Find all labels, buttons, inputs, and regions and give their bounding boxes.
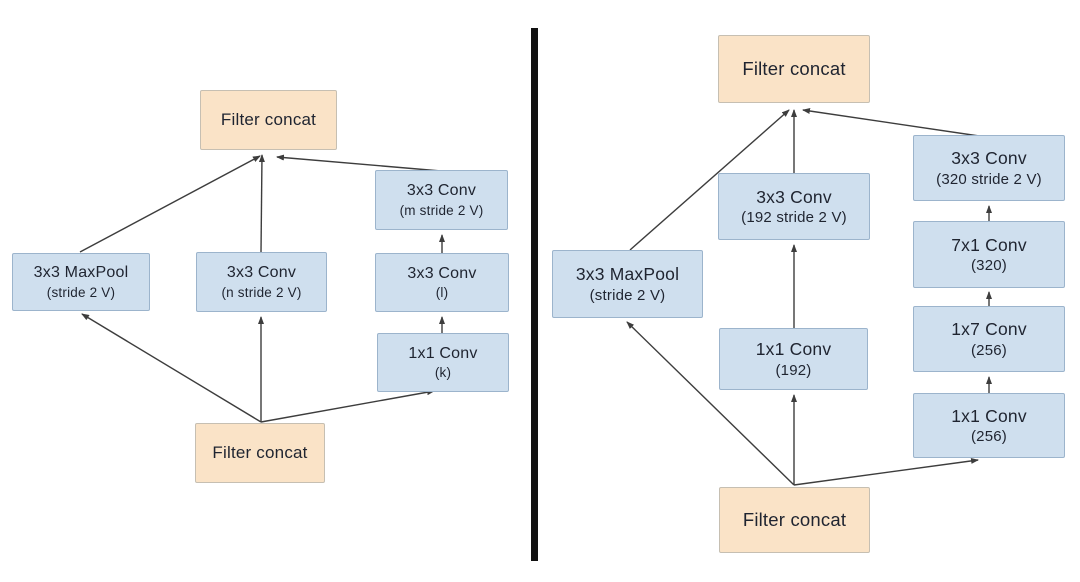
right-conv-7x1-320-sublabel: (320) bbox=[970, 257, 1008, 275]
right-conv-3x3-192-sublabel: (192 stride 2 V) bbox=[741, 209, 847, 227]
left-conv-m-label: 3x3 Conv bbox=[406, 182, 477, 200]
left-conv-k-sublabel: (k) bbox=[434, 365, 452, 381]
arrow-left-bottom-concat-to-conv-k bbox=[260, 389, 435, 423]
arrow-left-bottom-concat-to-maxpool bbox=[81, 313, 262, 423]
right-conv-1x1-192-sublabel: (192) bbox=[775, 361, 812, 379]
left-conv-n-label: 3x3 Conv bbox=[226, 264, 297, 282]
left-maxpool-label: 3x3 MaxPool bbox=[33, 264, 129, 282]
right-conv-1x1-192-label: 1x1 Conv bbox=[755, 339, 832, 360]
right-conv-7x1-320-label: 7x1 Conv bbox=[951, 234, 1027, 255]
right-conv-3x3-320-sublabel: (320 stride 2 V) bbox=[936, 170, 1042, 188]
arrow-left-conv-n-to-top-concat bbox=[258, 154, 265, 253]
right-maxpool-sublabel: (stride 2 V) bbox=[589, 286, 666, 304]
left-conv-m-node: 3x3 Conv (m stride 2 V) bbox=[375, 170, 508, 230]
left-conv-n-sublabel: (n stride 2 V) bbox=[221, 284, 302, 300]
left-conv-k-label: 1x1 Conv bbox=[408, 344, 478, 362]
right-top-filter-concat-label: Filter concat bbox=[742, 58, 846, 80]
right-top-filter-concat-node: Filter concat bbox=[718, 35, 870, 103]
right-maxpool-label: 3x3 MaxPool bbox=[575, 264, 680, 285]
right-maxpool-node: 3x3 MaxPool (stride 2 V) bbox=[552, 250, 703, 318]
right-bottom-filter-concat-node: Filter concat bbox=[719, 487, 870, 553]
right-conv-3x3-192-node: 3x3 Conv (192 stride 2 V) bbox=[718, 173, 870, 240]
left-maxpool-sublabel: (stride 2 V) bbox=[46, 284, 116, 300]
left-bottom-filter-concat-node: Filter concat bbox=[195, 423, 325, 483]
arrow-right-conv-3x3-320-to-top-concat bbox=[802, 108, 987, 138]
right-conv-3x3-320-node: 3x3 Conv (320 stride 2 V) bbox=[913, 135, 1065, 201]
left-conv-k-node: 1x1 Conv (k) bbox=[377, 333, 509, 392]
left-maxpool-node: 3x3 MaxPool (stride 2 V) bbox=[12, 253, 150, 311]
arrow-left-conv-m-to-top-concat bbox=[276, 154, 442, 172]
right-conv-7x1-320-node: 7x1 Conv (320) bbox=[913, 221, 1065, 288]
left-conv-l-sublabel: (l) bbox=[435, 285, 449, 301]
left-conv-n-node: 3x3 Conv (n stride 2 V) bbox=[196, 252, 327, 312]
section-divider bbox=[531, 28, 538, 561]
left-conv-l-node: 3x3 Conv (l) bbox=[375, 253, 509, 312]
right-conv-1x7-256-label: 1x7 Conv bbox=[951, 319, 1027, 340]
left-conv-m-sublabel: (m stride 2 V) bbox=[399, 202, 484, 218]
arrow-left-maxpool-to-top-concat bbox=[79, 155, 261, 253]
right-conv-1x1-192-node: 1x1 Conv (192) bbox=[719, 328, 868, 390]
left-top-filter-concat-label: Filter concat bbox=[220, 110, 317, 130]
left-bottom-filter-concat-label: Filter concat bbox=[212, 443, 308, 463]
right-conv-3x3-320-label: 3x3 Conv bbox=[951, 148, 1027, 169]
left-conv-l-label: 3x3 Conv bbox=[407, 264, 477, 282]
right-conv-1x1-256-sublabel: (256) bbox=[970, 428, 1008, 446]
right-conv-1x1-256-node: 1x1 Conv (256) bbox=[913, 393, 1065, 458]
right-bottom-filter-concat-label: Filter concat bbox=[742, 509, 847, 531]
left-top-filter-concat-node: Filter concat bbox=[200, 90, 337, 150]
arrow-right-bottom-concat-to-conv-1x1-256 bbox=[793, 457, 979, 486]
right-conv-3x3-192-label: 3x3 Conv bbox=[756, 186, 832, 207]
right-conv-1x7-256-sublabel: (256) bbox=[970, 341, 1008, 359]
right-conv-1x7-256-node: 1x7 Conv (256) bbox=[913, 306, 1065, 372]
right-conv-1x1-256-label: 1x1 Conv bbox=[951, 405, 1027, 426]
